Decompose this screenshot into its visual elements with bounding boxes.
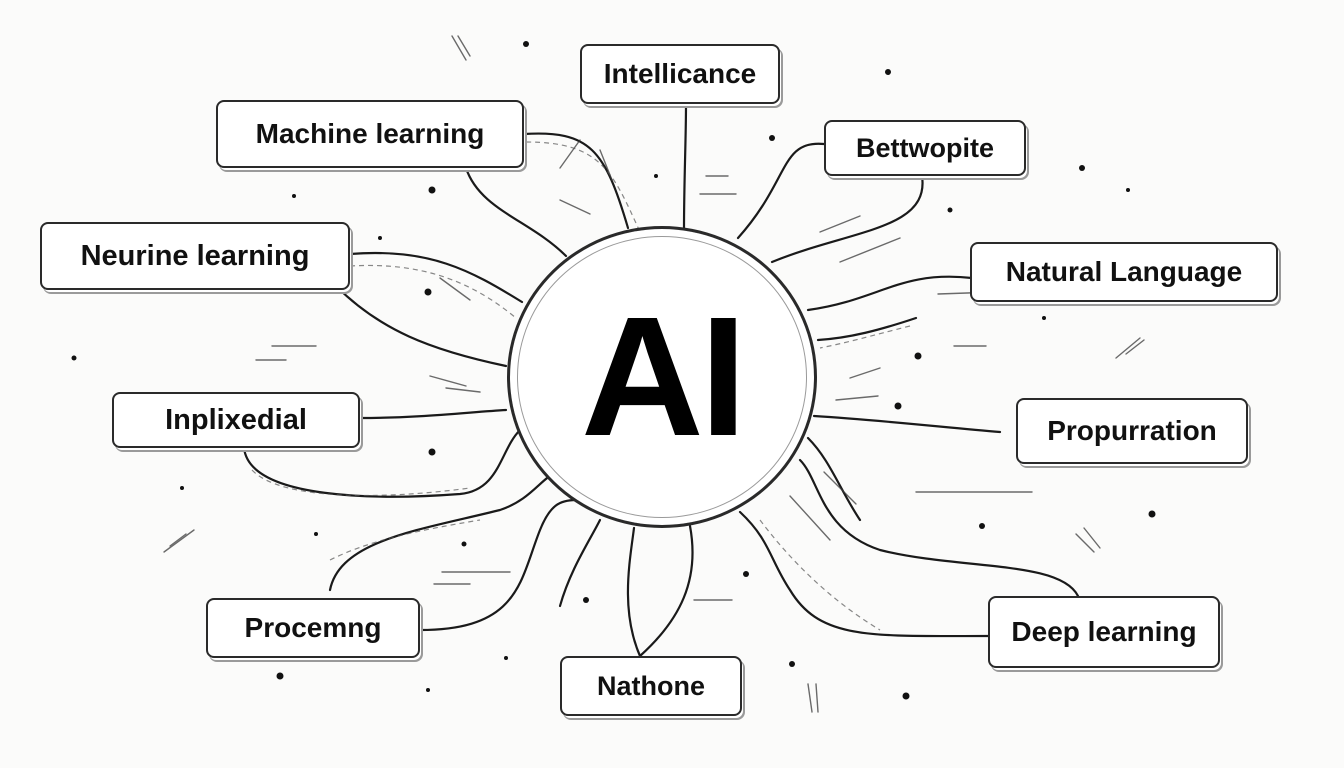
link-natural-b — [816, 316, 918, 342]
link-nathone-b — [638, 524, 694, 658]
node-deep-learning: Deep learning — [988, 596, 1220, 668]
link-bettwopite-b — [770, 174, 924, 264]
node-nathone: Nathone — [560, 656, 742, 716]
link-neurine-a — [348, 251, 524, 304]
link-procemng-a — [418, 498, 578, 632]
link-intellicance — [682, 102, 688, 232]
link-natural-a — [806, 275, 974, 312]
node-inplixedial: Inplixedial — [112, 392, 360, 448]
link-procemng-b — [328, 470, 558, 592]
link-nathone-c — [558, 518, 602, 608]
link-nathone-a — [626, 526, 642, 658]
node-bettwopite: Bettwopite — [824, 120, 1026, 176]
link-inplixedial-b — [242, 428, 522, 498]
node-intellicance: Intellicance — [580, 44, 780, 104]
node-propurration: Propurration — [1016, 398, 1248, 464]
link-propurration — [812, 414, 1002, 434]
node-natural-language: Natural Language — [970, 242, 1278, 302]
link-bettwopite-a — [736, 142, 826, 240]
link-machine-learning-a — [522, 132, 630, 230]
link-machine-learning-b — [464, 166, 568, 258]
center-node-circle — [507, 226, 817, 528]
node-neurine-learning: Neurine learning — [40, 222, 350, 290]
link-deep-c — [806, 436, 862, 522]
link-deep-b — [798, 458, 1080, 598]
center-node-label: AI — [581, 282, 747, 472]
link-neurine-b — [334, 284, 508, 368]
link-deep-a — [738, 510, 990, 638]
node-machine-learning: Machine learning — [216, 100, 524, 168]
link-inplixedial-a — [358, 408, 508, 420]
node-procemng: Procemng — [206, 598, 420, 658]
